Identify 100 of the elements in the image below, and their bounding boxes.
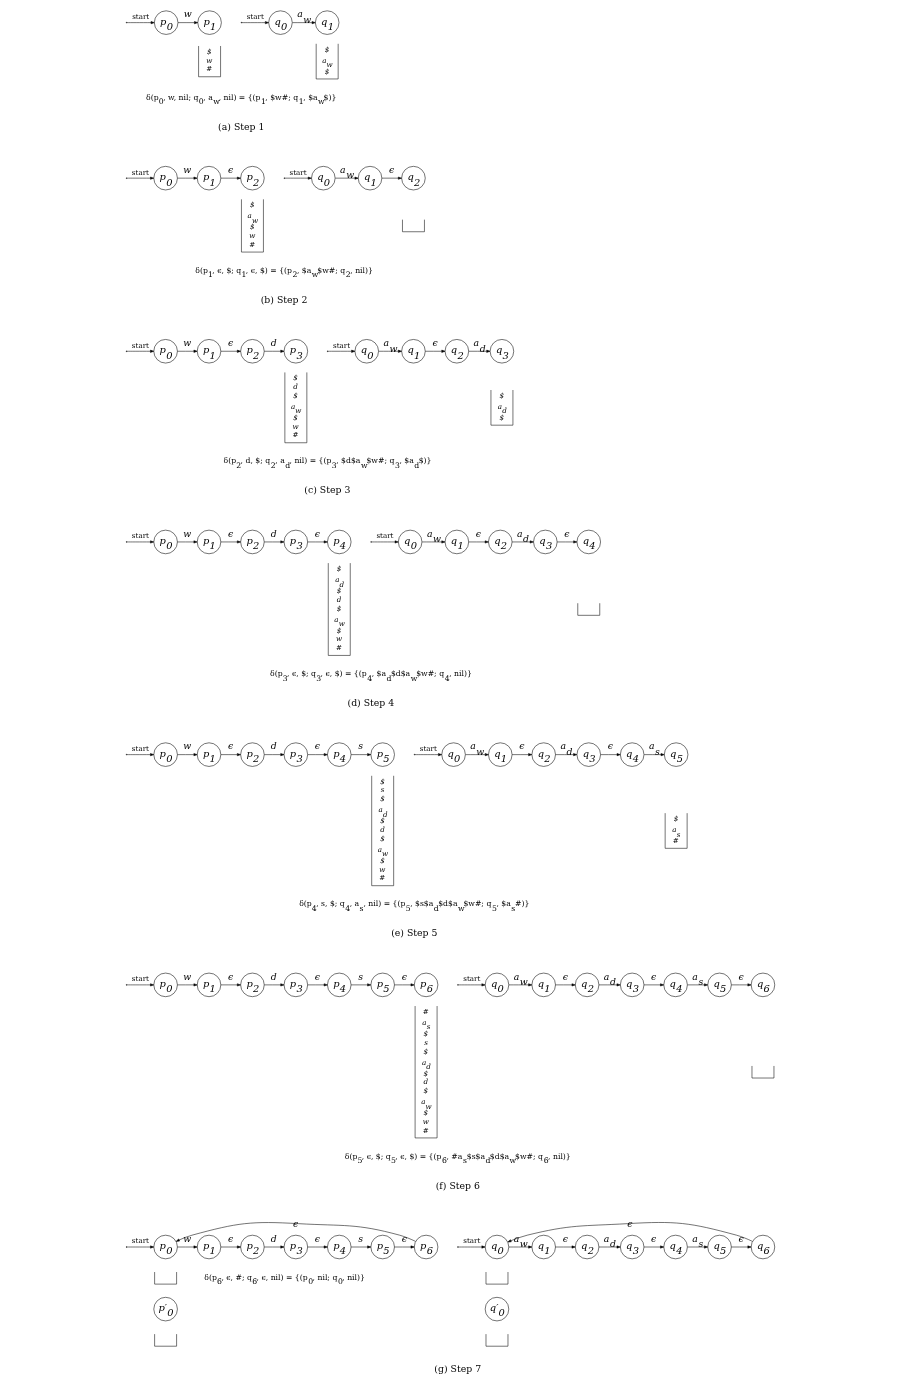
arrow	[350, 1245, 372, 1249]
edge-label: ϵ	[475, 527, 482, 539]
edge-label: ϵ	[314, 1232, 321, 1244]
edge-label: ϵ	[227, 337, 234, 349]
arrow	[264, 540, 285, 544]
arrow	[327, 349, 356, 353]
arrow	[350, 753, 372, 757]
arrow	[220, 983, 241, 987]
arrow	[643, 983, 664, 987]
arrow	[643, 753, 665, 757]
edge-label: d	[270, 740, 277, 752]
arrow	[126, 753, 155, 757]
arrow	[220, 540, 241, 544]
arrow	[264, 349, 285, 353]
edge-label: ϵ	[738, 970, 744, 982]
edge-label: d	[270, 970, 277, 982]
arrow	[555, 1245, 576, 1249]
arrow	[220, 753, 241, 757]
arrow	[177, 349, 198, 353]
arrow	[307, 1245, 328, 1249]
edge-label: s	[358, 740, 364, 752]
arrow	[220, 176, 241, 180]
arrow	[264, 1245, 285, 1249]
arrow	[731, 1245, 752, 1249]
arrow	[126, 349, 155, 353]
arrow	[643, 1245, 664, 1249]
label: (a) Step 1	[218, 120, 265, 132]
arrow	[425, 349, 446, 353]
edge-label: ϵ	[314, 740, 321, 752]
edge-label: ϵ	[562, 970, 568, 982]
arrow	[177, 176, 198, 180]
label: (c) Step 3	[304, 484, 351, 496]
arrow	[126, 176, 155, 180]
arrow	[507, 1222, 753, 1243]
arrow	[468, 349, 491, 353]
arrow	[687, 1245, 708, 1249]
arrow	[350, 983, 372, 987]
arrow	[508, 1245, 533, 1249]
arrow	[307, 540, 328, 544]
edge-label: s	[358, 970, 364, 982]
arrow	[555, 983, 576, 987]
arrow	[177, 1245, 198, 1249]
label: (g) Step 7	[434, 1362, 482, 1374]
arrow	[687, 983, 708, 987]
edge-label: ϵ	[738, 1232, 744, 1244]
arrow	[465, 753, 489, 757]
arrow	[307, 753, 328, 757]
edge-label: ϵ	[519, 740, 525, 752]
arrow	[175, 1222, 416, 1242]
arrow	[511, 753, 533, 757]
label: (e) Step 5	[391, 927, 438, 939]
arrow	[598, 1245, 621, 1249]
arrow	[264, 983, 285, 987]
arrow	[421, 540, 446, 544]
arrow	[292, 21, 316, 25]
edge-label: ϵ	[227, 970, 234, 982]
arrow	[177, 540, 198, 544]
arrow	[458, 1245, 486, 1249]
arrow	[414, 753, 442, 757]
arrow	[177, 753, 198, 757]
arrow	[126, 21, 155, 25]
label: (f) Step 6	[435, 1179, 480, 1191]
edge-label: d	[270, 1232, 277, 1244]
arrow	[511, 540, 534, 544]
edge-label: ϵ	[564, 527, 570, 539]
edge-label: ϵ	[562, 1232, 568, 1244]
arrow	[598, 983, 621, 987]
arrow	[241, 21, 269, 25]
edge-label: ϵ	[432, 337, 438, 349]
edge-label: ϵ	[227, 740, 234, 752]
label: (b) Step 2	[260, 293, 308, 305]
arrow	[264, 753, 285, 757]
arrow	[177, 983, 198, 987]
arrow	[126, 540, 155, 544]
arrow	[220, 1245, 241, 1249]
arrow	[220, 349, 241, 353]
arrow	[600, 753, 621, 757]
edge-label: ϵ	[401, 1232, 407, 1244]
arrow	[126, 983, 155, 987]
arrow	[731, 983, 752, 987]
edge-label: ϵ	[401, 970, 407, 982]
edge-label: ϵ	[314, 970, 321, 982]
edge-label: ϵ	[227, 527, 234, 539]
edge-label: w	[183, 740, 192, 752]
edge-label: ϵ	[627, 1218, 633, 1230]
label: (d) Step 4	[347, 697, 395, 709]
edge-label: d	[270, 337, 277, 349]
edge-label: w	[183, 163, 192, 175]
arrow	[555, 753, 578, 757]
arrow	[381, 176, 402, 180]
edge-label: w	[183, 970, 192, 982]
edge-label: ϵ	[651, 970, 657, 982]
edge-label: ϵ	[607, 740, 613, 752]
edge-label: ϵ	[389, 163, 395, 175]
arrow	[556, 540, 578, 544]
edge-label: ϵ	[227, 163, 234, 175]
edge-label: ϵ	[227, 1232, 234, 1244]
arrow	[468, 540, 489, 544]
edge-label: d	[270, 527, 277, 539]
edge-label: ϵ	[651, 1232, 657, 1244]
